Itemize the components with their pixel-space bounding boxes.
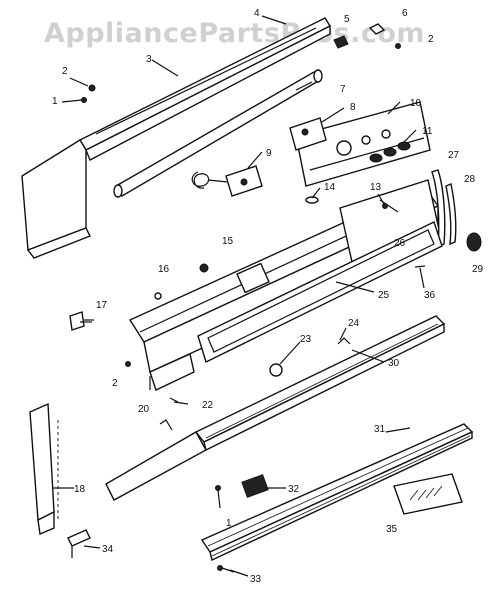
callout-16: 16 (158, 264, 170, 275)
part-clip-6 (368, 23, 401, 49)
part-clip-5 (333, 35, 349, 49)
callout-24: 24 (348, 318, 360, 329)
part-spring-24 (337, 337, 351, 345)
callout-5: 5 (344, 14, 350, 25)
callout-29: 29 (472, 264, 484, 275)
part-kick-trim-31 (200, 423, 474, 561)
screw-lower-left (125, 361, 151, 390)
callout-labels: 1 2 3 4 5 6 2 7 8 10 9 11 14 13 27 28 26… (52, 8, 484, 585)
callout-20: 20 (138, 404, 150, 415)
part-label-35 (393, 473, 463, 515)
callout-30: 30 (388, 358, 400, 369)
callout-34: 34 (102, 544, 114, 555)
part-screw-16 (154, 292, 162, 300)
part-thermostat (191, 165, 263, 197)
part-grommet-15 (199, 263, 209, 273)
part-top-trim (79, 17, 331, 161)
callout-9: 9 (266, 148, 272, 159)
callout-8: 8 (350, 102, 356, 113)
part-clip-34 (67, 529, 91, 558)
callout-11: 11 (422, 126, 433, 137)
leader-lines (52, 15, 417, 577)
callout-3: 3 (146, 54, 152, 65)
callout-15: 15 (222, 236, 234, 247)
callout-25: 25 (378, 290, 390, 301)
callout-1: 1 (52, 96, 58, 107)
part-lamp-tube (113, 69, 323, 198)
callout-28: 28 (464, 174, 476, 185)
callout-31: 31 (374, 424, 386, 435)
callout-36: 36 (424, 290, 436, 301)
part-screw-36 (414, 265, 426, 289)
screw-lower (215, 485, 221, 509)
part-left-side-panel (21, 139, 91, 259)
callout-18: 18 (74, 484, 86, 495)
callout-1: 1 (226, 518, 232, 529)
callout-26: 26 (394, 238, 406, 249)
callout-6: 6 (402, 8, 408, 19)
callout-17: 17 (96, 300, 108, 311)
callout-22: 22 (202, 400, 214, 411)
part-knob-29 (466, 232, 482, 252)
callout-32: 32 (288, 484, 300, 495)
callout-23: 23 (300, 334, 312, 345)
callout-10: 10 (410, 98, 422, 109)
part-clip-14 (305, 196, 319, 204)
part-lower-trim-30 (194, 315, 446, 452)
part-trim-frame (197, 221, 443, 363)
part-screw-33 (217, 565, 235, 573)
part-grommet-23 (269, 363, 283, 377)
callout-2: 2 (112, 378, 118, 389)
callout-14: 14 (324, 182, 336, 193)
callout-4: 4 (254, 8, 260, 19)
callout-13: 13 (370, 182, 382, 193)
callout-7: 7 (340, 84, 346, 95)
callout-27: 27 (448, 150, 460, 161)
watermark: AppliancePartsPros.com (44, 18, 426, 49)
part-switch (289, 117, 327, 151)
callout-35: 35 (386, 524, 398, 535)
part-clip-17 (69, 311, 94, 331)
part-connector-32 (241, 474, 269, 498)
part-lower-panel (105, 397, 207, 501)
callout-2: 2 (62, 66, 68, 77)
part-side-bracket-18 (29, 402, 59, 536)
callout-2: 2 (428, 34, 434, 45)
part-end-trim (431, 169, 457, 247)
screw-top-left (61, 77, 96, 103)
callout-33: 33 (250, 574, 262, 585)
